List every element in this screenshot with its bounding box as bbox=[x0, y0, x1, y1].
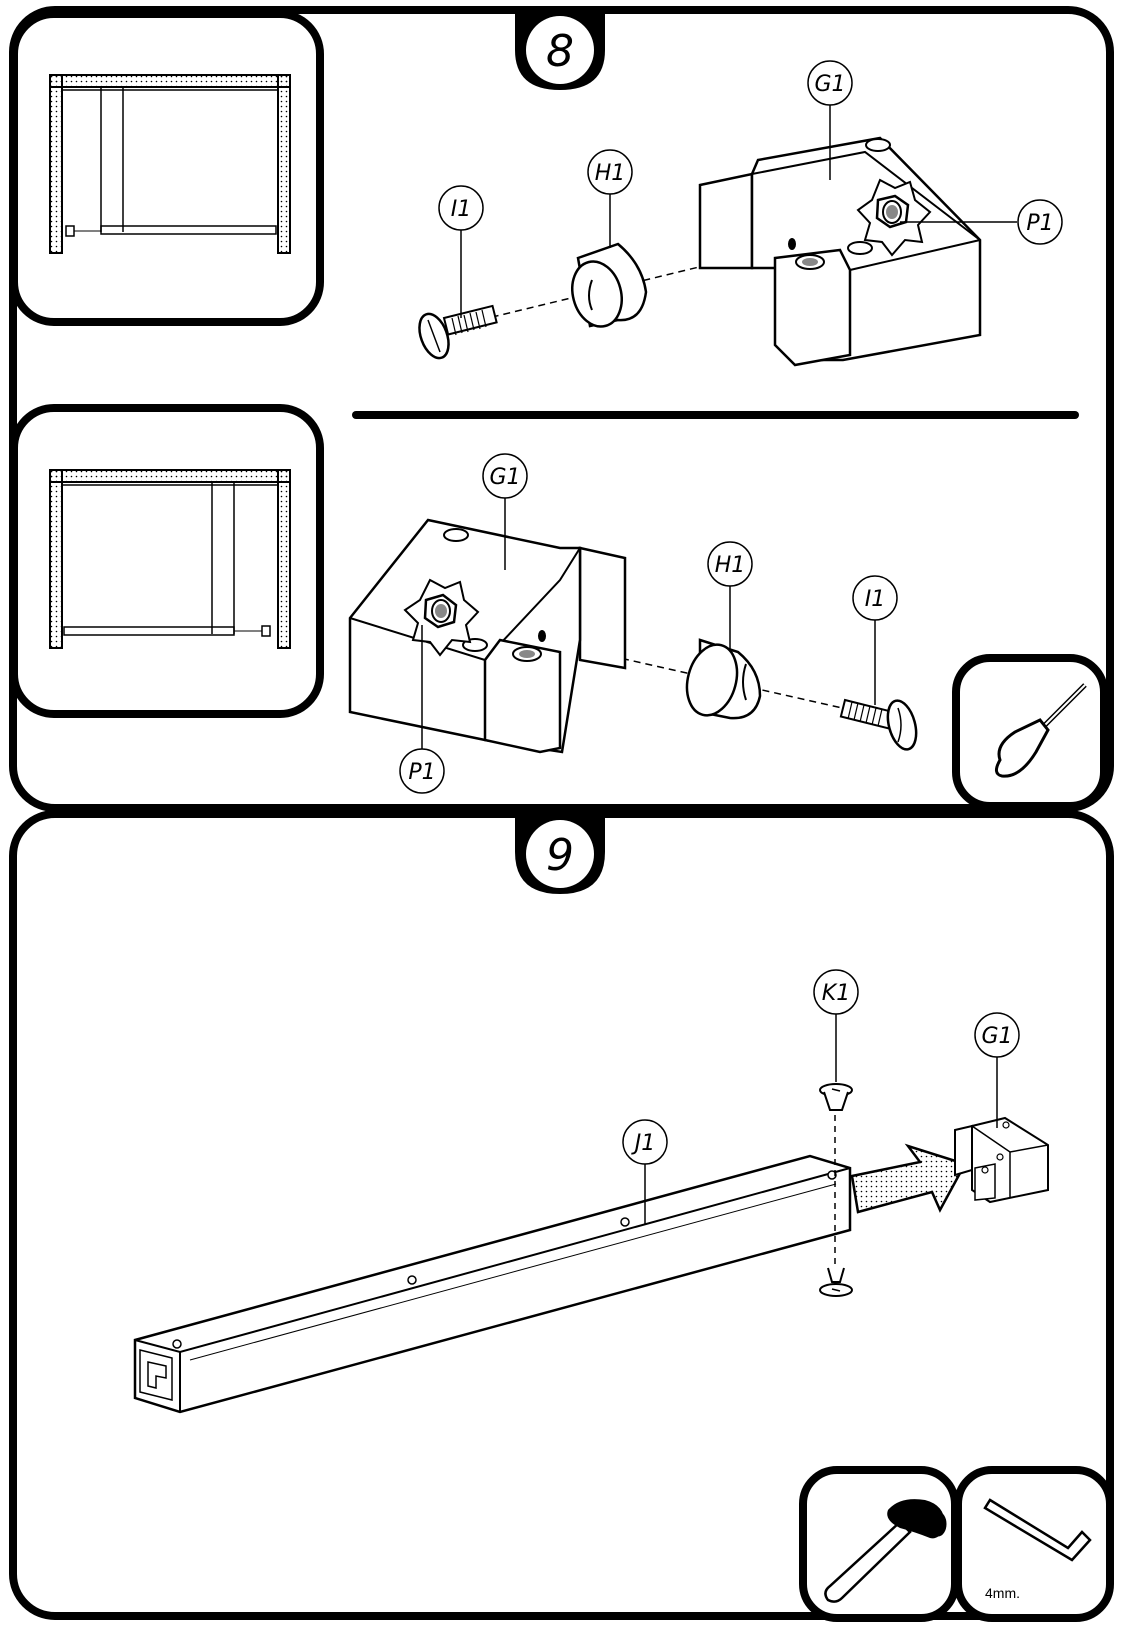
screw-k1-bottom bbox=[819, 1267, 853, 1297]
label-h1-bottom: H1 bbox=[707, 541, 753, 650]
screwdriver-icon bbox=[995, 683, 1087, 778]
screw-k1-top bbox=[819, 1083, 853, 1111]
hex-key-size-label: 4mm. bbox=[985, 1585, 1020, 1601]
step-9-badge: 9 bbox=[515, 818, 605, 894]
label-h1-top: H1 bbox=[587, 149, 633, 248]
svg-text:I1: I1 bbox=[451, 197, 472, 222]
frame-thumbnail-left bbox=[49, 74, 291, 254]
bolt-i1 bbox=[418, 304, 498, 360]
frame-thumbnail-right bbox=[49, 469, 291, 649]
step-8-top-assembly: I1 H1 G1 P1 bbox=[418, 60, 1063, 367]
svg-text:K1: K1 bbox=[822, 981, 850, 1006]
insertion-arrow bbox=[850, 1143, 967, 1214]
hex-key-icon bbox=[983, 1498, 1092, 1562]
label-p1-top: P1 bbox=[900, 199, 1063, 245]
label-k1: K1 bbox=[813, 969, 859, 1082]
svg-text:G1: G1 bbox=[814, 72, 845, 97]
svg-text:I1: I1 bbox=[865, 587, 886, 612]
svg-text:J1: J1 bbox=[631, 1131, 656, 1156]
label-i1-top: I1 bbox=[438, 185, 484, 318]
label-j1: J1 bbox=[622, 1119, 668, 1225]
tool-box-hex-key: 4mm. bbox=[954, 1466, 1114, 1622]
corner-block-g1 bbox=[698, 136, 982, 367]
step-8-badge: 8 bbox=[515, 14, 605, 90]
label-g1-step9: G1 bbox=[974, 1012, 1020, 1128]
svg-text:P1: P1 bbox=[408, 760, 435, 785]
corner-block-g1-small bbox=[954, 1116, 1049, 1204]
label-g1-bottom: G1 bbox=[482, 453, 528, 570]
mallet-icon bbox=[824, 1499, 947, 1603]
label-g1-top: G1 bbox=[807, 60, 853, 180]
rail-j1 bbox=[133, 1154, 852, 1414]
label-p1-bottom: P1 bbox=[399, 625, 445, 794]
spacer-h1-bottom bbox=[685, 638, 762, 720]
svg-text:H1: H1 bbox=[595, 161, 626, 186]
bolt-i1-bottom bbox=[839, 698, 918, 751]
corner-block-g1-mirrored bbox=[348, 518, 627, 754]
label-i1-bottom: I1 bbox=[852, 575, 898, 705]
spacer-h1 bbox=[571, 242, 648, 328]
tool-box-mallet bbox=[799, 1466, 959, 1622]
step-9-number: 9 bbox=[546, 830, 574, 881]
tool-box-screwdriver bbox=[952, 654, 1108, 810]
svg-text:P1: P1 bbox=[1026, 211, 1053, 236]
svg-text:G1: G1 bbox=[981, 1024, 1012, 1049]
step-8-number: 8 bbox=[546, 26, 574, 77]
svg-text:G1: G1 bbox=[489, 465, 520, 490]
step-8-bottom-assembly: G1 H1 I1 P1 bbox=[348, 453, 918, 794]
svg-text:H1: H1 bbox=[715, 553, 746, 578]
